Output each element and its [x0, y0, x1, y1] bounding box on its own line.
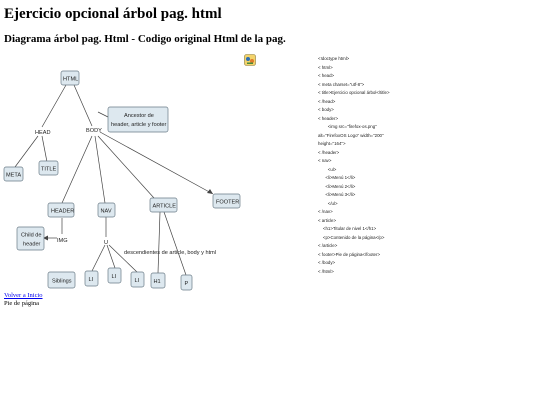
node-article: ARTICLE	[153, 204, 177, 210]
code-line: < /html>	[318, 268, 334, 274]
code-line: < footer>Pie de página</footer>	[318, 251, 381, 257]
page-subtitle: Diagrama árbol pag. Html - Codigo origin…	[4, 33, 286, 45]
code-line: < /body>	[318, 260, 336, 265]
node-body: BODY	[86, 128, 102, 134]
code-line: <p>Contenido de la página</p>	[318, 234, 385, 240]
node-li-1: LI	[89, 277, 94, 283]
code-line: <!doctype html>	[318, 56, 350, 61]
code-line: <li>Menú 2</li>	[318, 183, 356, 189]
node-p-box: P	[180, 274, 193, 291]
code-line: < header>	[318, 115, 339, 121]
diagram-edges	[14, 84, 214, 276]
node-li2-box: LI	[107, 267, 122, 284]
firefox-os-logo-icon	[244, 54, 256, 66]
code-line: < body>	[318, 107, 334, 112]
back-to-home-link[interactable]: Volver a Inicio	[4, 292, 43, 299]
node-meta: META	[6, 173, 21, 179]
node-html-box: HTML	[60, 70, 80, 86]
node-li1-box: LI	[84, 270, 99, 287]
code-line: < /head>	[318, 98, 336, 104]
code-line: < html>	[318, 64, 333, 70]
node-title: TITLE	[41, 167, 56, 173]
code-line: <ul>	[318, 166, 337, 172]
note-ancestor-line2: header, article y footer	[111, 122, 166, 128]
code-line: <li>Menú 1</li>	[318, 175, 356, 180]
note-ancestor-box: Ancestor de header, article y footer	[107, 106, 169, 133]
code-line: < /header>	[318, 149, 340, 155]
code-line: < /article>	[318, 243, 338, 248]
node-footer-box: FOOTER	[212, 193, 241, 209]
node-p: P	[185, 281, 189, 287]
node-li-2: LI	[112, 274, 117, 280]
note-child-line2: header	[23, 242, 41, 248]
node-li-3: LI	[135, 278, 140, 284]
node-header-box: HEADER	[47, 202, 75, 218]
code-line: <img src="firefox-os.png"	[318, 124, 377, 129]
code-line: < /nav>	[318, 209, 333, 214]
node-li3-box: LI	[130, 271, 145, 288]
node-h1: H1	[154, 279, 161, 285]
node-header: HEADER	[51, 209, 74, 215]
code-line: < head>	[318, 73, 335, 78]
html-source-listing: <!doctype html> < html> < head> < meta char…	[318, 55, 418, 276]
node-title-box: TITLE	[38, 160, 59, 176]
code-line: <h1>Titular de nivel 1</h1>	[318, 226, 377, 231]
node-siblings: Siblings	[52, 279, 72, 285]
node-nav-box: NAV	[97, 202, 116, 218]
node-ul: U	[104, 240, 108, 246]
node-article-box: ARTICLE	[149, 197, 178, 213]
node-meta-box: META	[3, 166, 24, 182]
code-line: < nav>	[318, 158, 332, 163]
node-siblings-box: Siblings	[47, 271, 76, 289]
code-line: </ul>	[318, 200, 338, 206]
node-footer: FOOTER	[216, 200, 239, 206]
code-line: <li>Menú 3</li>	[318, 192, 356, 197]
code-line: height="164">	[318, 141, 346, 146]
note-descendants: descendientes de article, body y html	[124, 250, 216, 256]
note-child-line1: Child de	[21, 233, 42, 239]
code-line: < meta charset="utf-8">	[318, 81, 365, 87]
code-line: alt="FirefoxOS Logo" width="200"	[318, 132, 384, 138]
node-h1-box: H1	[150, 272, 166, 289]
node-html: HTML	[63, 77, 78, 83]
note-child-box: Child de header	[16, 226, 45, 251]
html-tree-diagram: HEAD BODY IMG U descendientes de article…	[3, 70, 241, 291]
note-ancestor-line1: Ancestor de	[124, 113, 154, 119]
page-title: Ejercicio opcional árbol pag. html	[4, 6, 222, 22]
node-head: HEAD	[35, 130, 51, 136]
footer-text: Pie de página	[4, 300, 40, 307]
node-nav: NAV	[101, 209, 112, 215]
code-line: < title>Ejercicio opcional árbol</title>	[318, 90, 390, 95]
code-line: < article>	[318, 217, 337, 223]
node-img: IMG	[57, 238, 68, 244]
